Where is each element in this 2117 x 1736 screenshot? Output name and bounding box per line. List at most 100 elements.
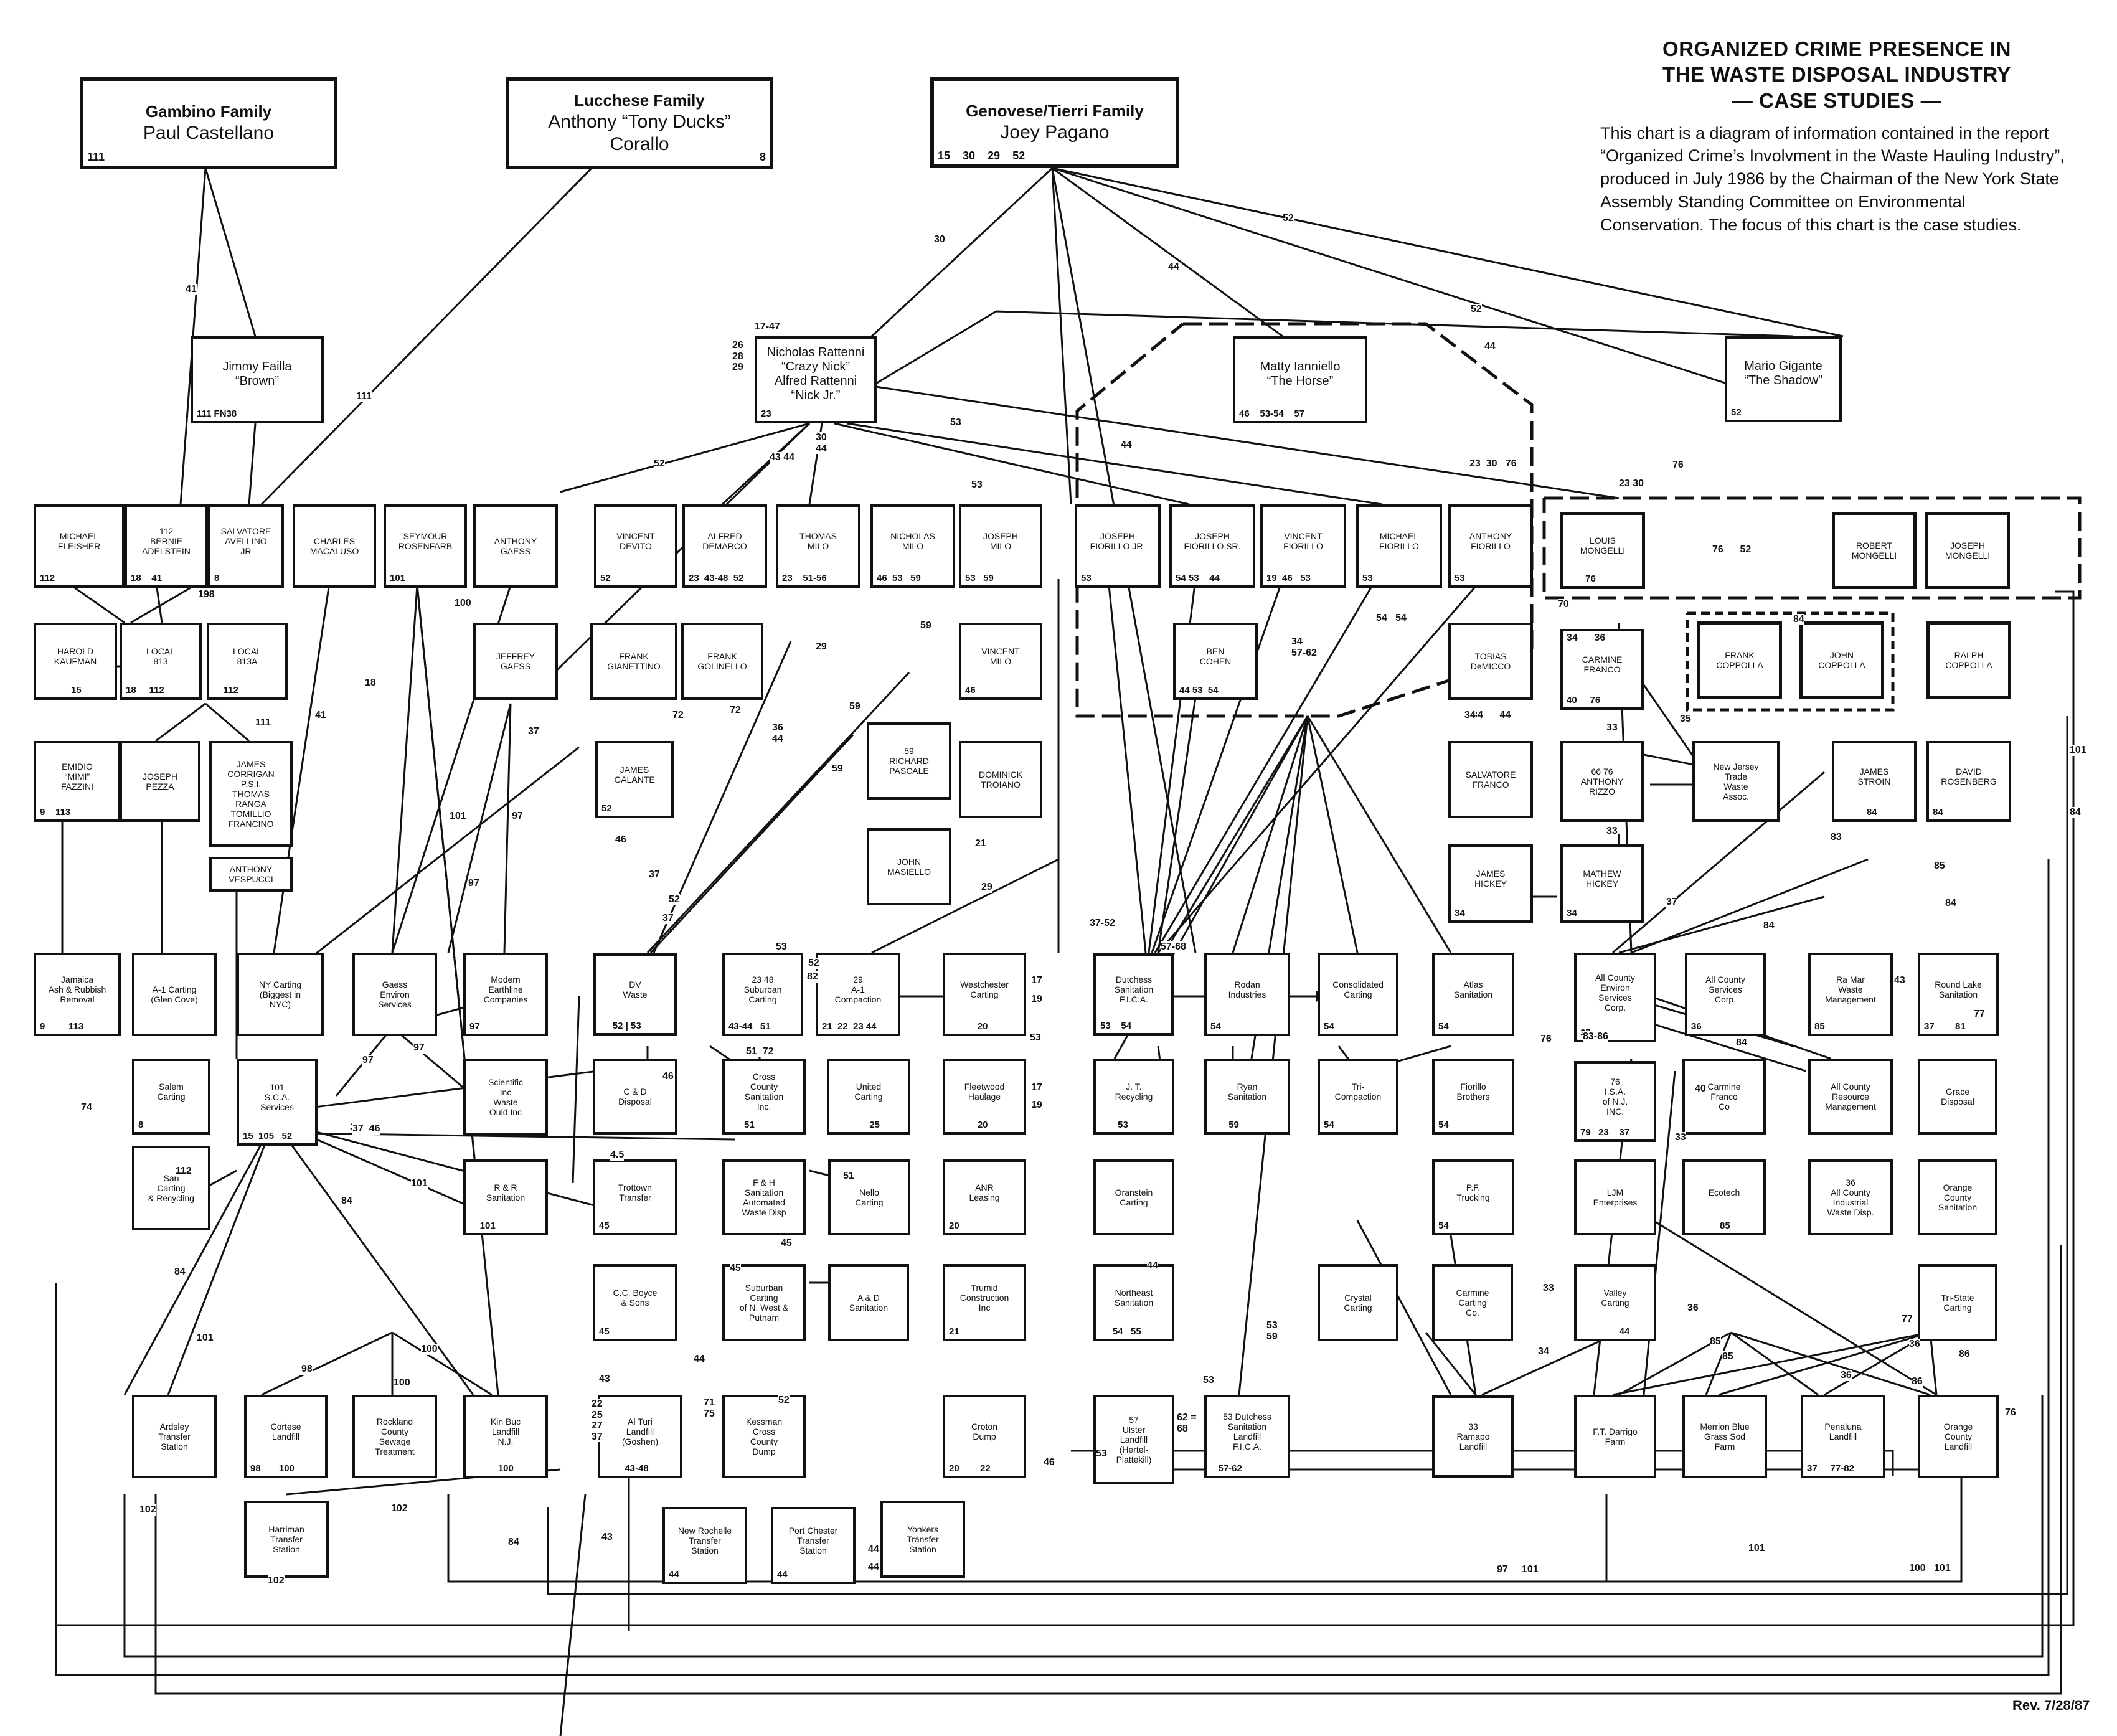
entity-name: 59 RICHARD PASCALE	[889, 745, 929, 776]
entity-name: Oranstein Carting	[1115, 1187, 1153, 1207]
entity-refs: 25	[833, 1119, 880, 1130]
entity-box-ecotech: Ecotech 85	[1682, 1159, 1766, 1235]
edge-label: 85	[1722, 1351, 1733, 1362]
edge-label: 97	[413, 1042, 425, 1054]
entity-refs: 23 43-48 52	[689, 572, 744, 583]
entity-box-ryan: Ryan Sanitation 59	[1204, 1059, 1290, 1135]
entity-refs: 76	[1567, 573, 1596, 584]
entity-box-local813a: LOCAL 813A 112	[207, 623, 288, 700]
link	[1075, 322, 1534, 718]
entity-refs: 9 113	[40, 1021, 84, 1032]
entity-box-rockland: Rockland County Sewage Treatment	[352, 1395, 437, 1478]
edge-label: 34 57-62	[1291, 636, 1317, 659]
edge-label: 46	[1044, 1457, 1055, 1468]
edge-label: 34 44	[1472, 710, 1511, 721]
edge-label: 72	[730, 705, 741, 716]
family-boss: Anthony “Tony Ducks” Corallo	[548, 111, 731, 154]
edge-label: 44	[868, 1544, 879, 1555]
family-head: Gambino Family	[145, 102, 272, 121]
entity-name: JAMES GALANTE	[614, 764, 655, 785]
link	[1612, 1194, 1937, 1396]
entity-refs: 53 59	[965, 572, 994, 583]
entity-box-merrion: Merrion Blue Grass Sod Farm	[1682, 1395, 1767, 1478]
edge-label: 57-68	[1161, 941, 1186, 953]
edge-label: 102	[268, 1575, 285, 1587]
entity-name: J. T. Recycling	[1115, 1081, 1153, 1102]
person-name: Mario Gigante “The Shadow”	[1744, 359, 1822, 387]
entity-box-agaess: ANTHONY GAESS	[473, 504, 558, 588]
entity-name: Penaluna Landfill	[1824, 1421, 1862, 1441]
entity-refs: 43-44 51	[728, 1021, 771, 1032]
link	[871, 858, 1059, 954]
edge-label: 100 101	[1909, 1563, 1951, 1574]
entity-box-ramapo: 33 Ramapo Landfill	[1432, 1395, 1514, 1478]
edge-label: 36	[1841, 1370, 1852, 1381]
family-refs: 111	[87, 151, 105, 164]
entity-name: Northeast Sanitation	[1114, 1287, 1154, 1308]
edge-label: 23 30	[1619, 478, 1644, 489]
entity-box-harriman: Harriman Transfer Station	[244, 1501, 329, 1578]
entity-refs: 36	[1691, 1021, 1702, 1032]
entity-name: Fiorillo Brothers	[1456, 1081, 1490, 1102]
entity-name: 36 All County Industrial Waste Disp.	[1827, 1177, 1874, 1218]
entity-name: DV Waste	[623, 979, 648, 999]
entity-refs: 45	[599, 1326, 610, 1337]
entity-refs: 19 46 53	[1266, 572, 1311, 583]
link	[649, 734, 854, 954]
link	[1052, 167, 1283, 337]
entity-refs: 84	[1933, 806, 1943, 818]
entity-box-corrigan: JAMES CORRIGAN P.S.I. THOMAS RANGA TOMIL…	[209, 741, 293, 847]
entity-refs: 44	[1580, 1326, 1630, 1337]
entity-name: VINCENT MILO	[981, 646, 1020, 666]
entity-name: MATHEW HICKEY	[1583, 868, 1621, 889]
entity-refs: 53 54	[1100, 1020, 1132, 1031]
family-refs: 8	[759, 151, 766, 164]
edge-label: 84	[1736, 1037, 1747, 1049]
edge-label: 52	[1283, 213, 1294, 224]
edge-label: 52	[669, 894, 680, 905]
person-box-failla: Jimmy Failla “Brown”111 FN38	[191, 336, 324, 423]
entity-name: VINCENT DEVITO	[616, 531, 655, 551]
edge-label: 33	[1543, 1283, 1554, 1294]
entity-name: Cross County Sanitation Inc.	[744, 1071, 784, 1112]
entity-refs: 54	[1324, 1119, 1334, 1130]
entity-name: LOCAL 813	[146, 646, 175, 666]
entity-name: Croton Dump	[971, 1421, 998, 1441]
entity-box-cfrancoco: Carmine Franco Co	[1682, 1059, 1766, 1135]
link	[123, 1120, 275, 1395]
entity-box-allcountyres: All County Resource Management	[1808, 1059, 1893, 1135]
entity-name: FRANK GIANETTINO	[607, 651, 661, 671]
entity-box-united: United Carting 25	[827, 1059, 910, 1135]
entity-refs: 97	[469, 1021, 480, 1032]
chart-title-block: ORGANIZED CRIME PRESENCE IN THE WASTE DI…	[1600, 36, 2073, 236]
entity-box-ad: A & D Sanitation	[828, 1264, 909, 1341]
link	[1052, 167, 1844, 337]
entity-box-golinello: FRANK GOLINELLO	[681, 623, 763, 700]
link	[447, 703, 512, 953]
revision-date: Rev. 7/28/87	[2012, 1697, 2090, 1713]
link	[1612, 1331, 1931, 1396]
entity-name: EMIDIO “MIMI” FAZZINI	[60, 761, 94, 792]
entity-name: TOBIAS DeMICCO	[1470, 651, 1511, 671]
edge-label: 44	[868, 1562, 879, 1573]
link	[1107, 578, 1147, 953]
entity-refs: 15 105 52	[243, 1130, 293, 1141]
entity-name: DOMINICK TROIANO	[979, 769, 1022, 790]
entity-refs: 20	[949, 1021, 988, 1032]
person-box-gigante: Mario Gigante “The Shadow”52	[1725, 336, 1842, 422]
entity-box-suburbanwest: Suburban Carting of N. West & Putnam	[722, 1264, 806, 1341]
entity-box-macaluso: CHARLES MACALUSO	[293, 504, 376, 588]
entity-box-acindustrial: 36 All County Industrial Waste Disp.	[1808, 1159, 1893, 1235]
